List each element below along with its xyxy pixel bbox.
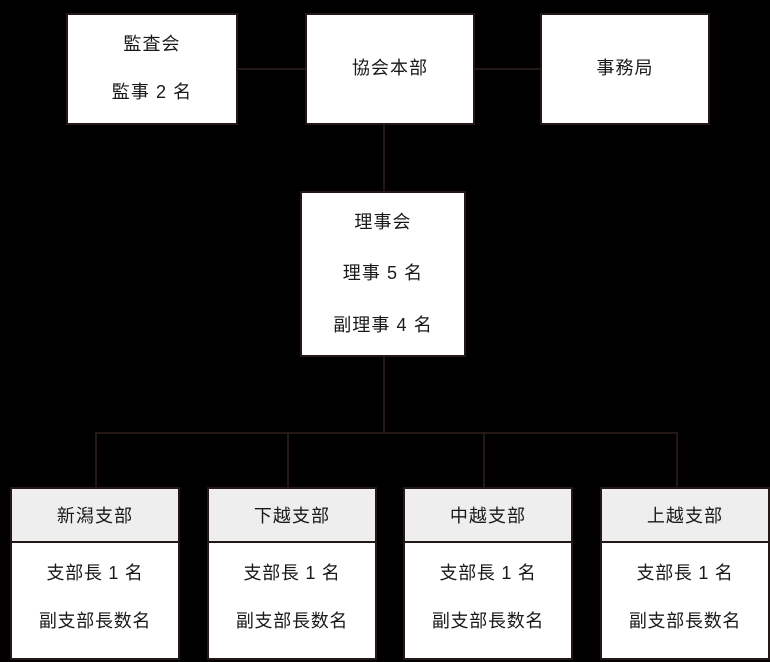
connector-audit-to-headquarters <box>236 68 307 70</box>
audit-committee-detail: 監事 2 名 <box>111 82 193 102</box>
branch-2-vice-chief-count: 副支部長数名 <box>235 610 349 631</box>
node-board-of-directors: 理事会 理事 5 名 副理事 4 名 <box>300 191 466 357</box>
node-audit-committee: 監査会 監事 2 名 <box>66 13 238 125</box>
node-branch-niigata: 新潟支部 支部長 1 名 副支部長数名 <box>10 487 180 660</box>
branch-3-vice-chief-count: 副支部長数名 <box>431 610 545 631</box>
connector-headquarters-to-secretariat <box>473 68 542 70</box>
connector-bus-to-branch-3 <box>483 432 485 489</box>
node-branch-chuetsu: 中越支部 支部長 1 名 副支部長数名 <box>403 487 573 660</box>
node-branch-kaetsu: 下越支部 支部長 1 名 副支部長数名 <box>207 487 377 660</box>
connector-headquarters-to-board <box>383 123 385 193</box>
branch-4-name: 上越支部 <box>602 489 768 543</box>
branch-3-body: 支部長 1 名 副支部長数名 <box>405 543 571 658</box>
branch-3-name: 中越支部 <box>405 489 571 543</box>
branch-3-chief-count: 支部長 1 名 <box>439 562 537 583</box>
branch-1-name: 新潟支部 <box>12 489 178 543</box>
branch-2-chief-count: 支部長 1 名 <box>243 562 341 583</box>
audit-committee-title: 監査会 <box>123 34 181 55</box>
board-directors-count: 理事 5 名 <box>342 263 424 284</box>
headquarters-title: 協会本部 <box>351 58 429 79</box>
node-secretariat: 事務局 <box>540 13 710 125</box>
branch-4-body: 支部長 1 名 副支部長数名 <box>602 543 768 658</box>
branch-distribution-bus <box>95 432 678 434</box>
branch-2-body: 支部長 1 名 副支部長数名 <box>209 543 375 658</box>
branch-4-vice-chief-count: 副支部長数名 <box>628 610 742 631</box>
branch-1-chief-count: 支部長 1 名 <box>46 562 144 583</box>
board-vice-directors-count: 副理事 4 名 <box>333 314 433 335</box>
connector-bus-to-branch-2 <box>287 432 289 489</box>
connector-bus-to-branch-1 <box>95 432 97 489</box>
node-headquarters: 協会本部 <box>305 13 475 125</box>
secretariat-title: 事務局 <box>596 58 654 79</box>
node-branch-joetsu: 上越支部 支部長 1 名 副支部長数名 <box>600 487 770 660</box>
connector-bus-to-branch-4 <box>676 432 678 489</box>
branch-2-name: 下越支部 <box>209 489 375 543</box>
branch-1-vice-chief-count: 副支部長数名 <box>38 610 152 631</box>
branch-1-body: 支部長 1 名 副支部長数名 <box>12 543 178 658</box>
branch-4-chief-count: 支部長 1 名 <box>636 562 734 583</box>
board-title: 理事会 <box>354 211 412 232</box>
connector-board-to-branch-bus <box>383 355 385 434</box>
